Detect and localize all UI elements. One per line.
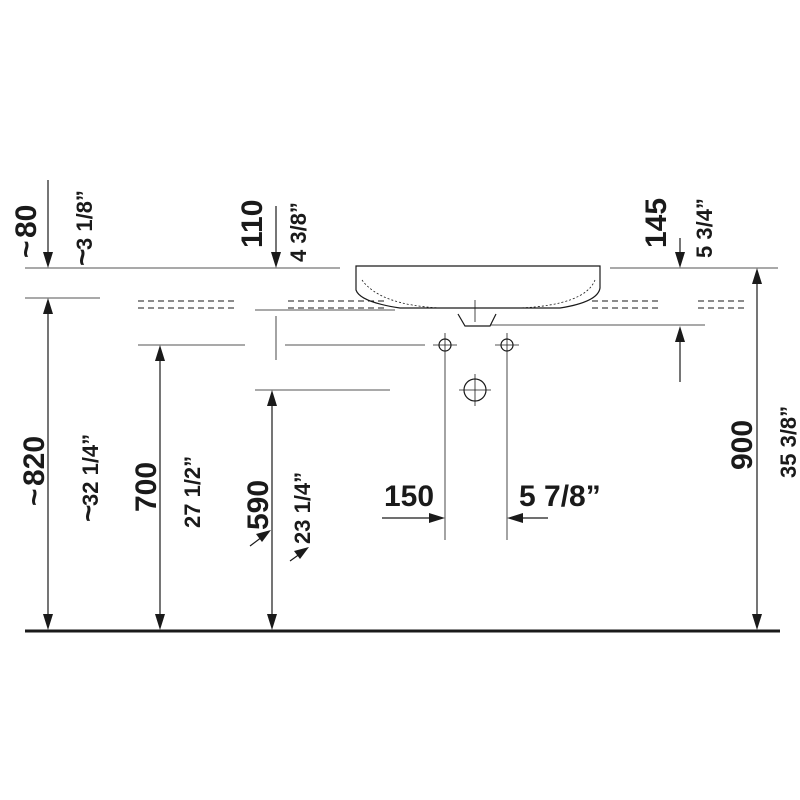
label-5-3-4-in: 5 3/4” bbox=[692, 198, 717, 258]
label-23-1-4-in: 23 1/4” bbox=[290, 472, 315, 544]
water-connections bbox=[433, 333, 519, 540]
label-700-mm: 700 bbox=[130, 462, 163, 512]
dimension-lines bbox=[43, 180, 762, 630]
label-80-mm: 80 bbox=[10, 205, 43, 238]
reference-lines bbox=[25, 267, 778, 391]
label-900-mm: 900 bbox=[726, 420, 759, 470]
label-820-mm: 820 bbox=[18, 436, 51, 486]
label-4-3-8-in: 4 3/8” bbox=[286, 202, 311, 262]
label-3-1-8-approx: ~ bbox=[66, 248, 99, 266]
label-32-1-4-approx: ~ bbox=[72, 504, 105, 522]
dimension-labels: ~ 80 ~ 3 1/8” 110 4 3/8” 145 5 3/4” ~ 82… bbox=[10, 190, 800, 544]
label-27-1-2-in: 27 1/2” bbox=[180, 456, 205, 528]
washbasin bbox=[355, 265, 601, 327]
label-3-1-8-in: 3 1/8” bbox=[72, 190, 97, 250]
label-110-mm: 110 bbox=[236, 200, 269, 248]
label-80-approx: ~ bbox=[10, 240, 43, 258]
label-35-3-8-in: 35 3/8” bbox=[776, 406, 800, 478]
label-145-mm: 145 bbox=[640, 198, 673, 248]
label-32-1-4-in: 32 1/4” bbox=[78, 434, 103, 506]
label-150-mm: 150 bbox=[384, 480, 434, 513]
label-5-7-8-in: 5 7/8” bbox=[519, 480, 601, 513]
label-820-approx: ~ bbox=[18, 488, 51, 506]
label-590-mm: 590 bbox=[242, 480, 275, 530]
